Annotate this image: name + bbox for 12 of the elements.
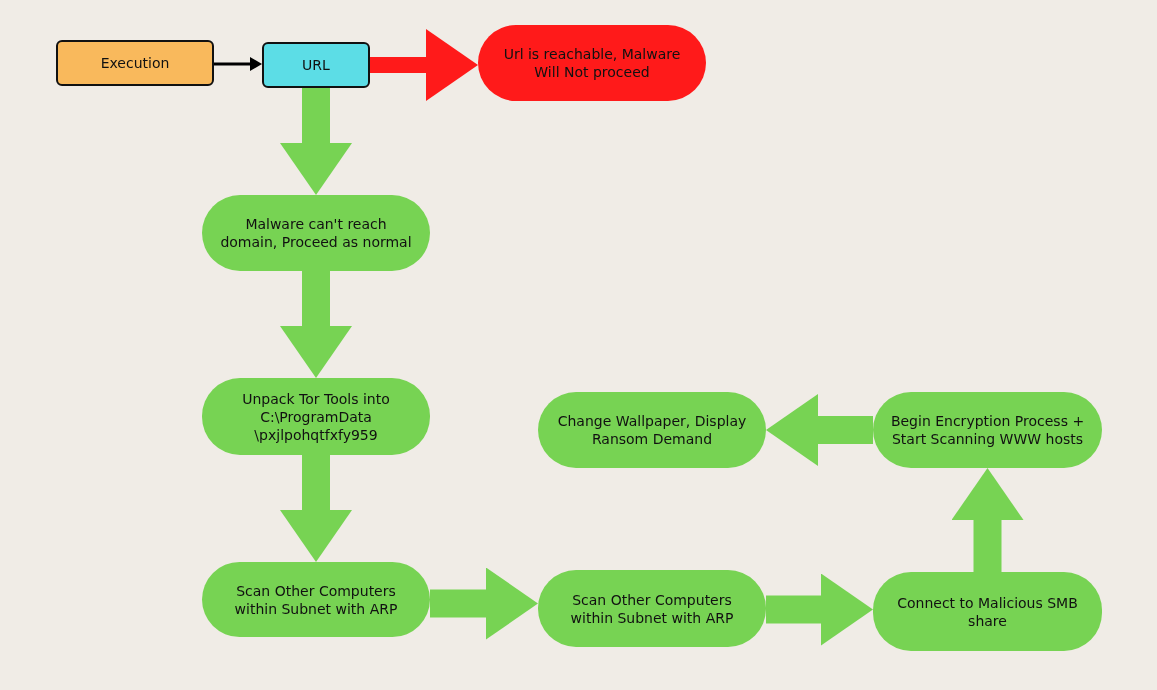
node-label: Connect to Malicious SMB share: [896, 593, 1079, 630]
node-label: Unpack Tor Tools into C:\ProgramData \pxjlpohqtfxfy959: [241, 389, 391, 444]
node-label: Scan Other Computers within Subnet with ARP: [569, 590, 735, 627]
node-label: Malware can't reach domain, Proceed as normal: [219, 215, 413, 251]
node-label: Execution: [100, 54, 170, 72]
process-box: [56, 40, 214, 86]
node-label: Scan Other Computers within Subnet with ARP: [233, 581, 399, 618]
node-label: Change Wallpaper, Display Ransom Demand: [556, 412, 748, 448]
node-label: Url is reachable, Malware Will Not proceed: [502, 45, 682, 81]
node-label: URL: [302, 56, 330, 74]
process-box: [262, 42, 370, 88]
node-label: Begin Encryption Process + Start Scanning WWW hosts: [889, 412, 1086, 448]
